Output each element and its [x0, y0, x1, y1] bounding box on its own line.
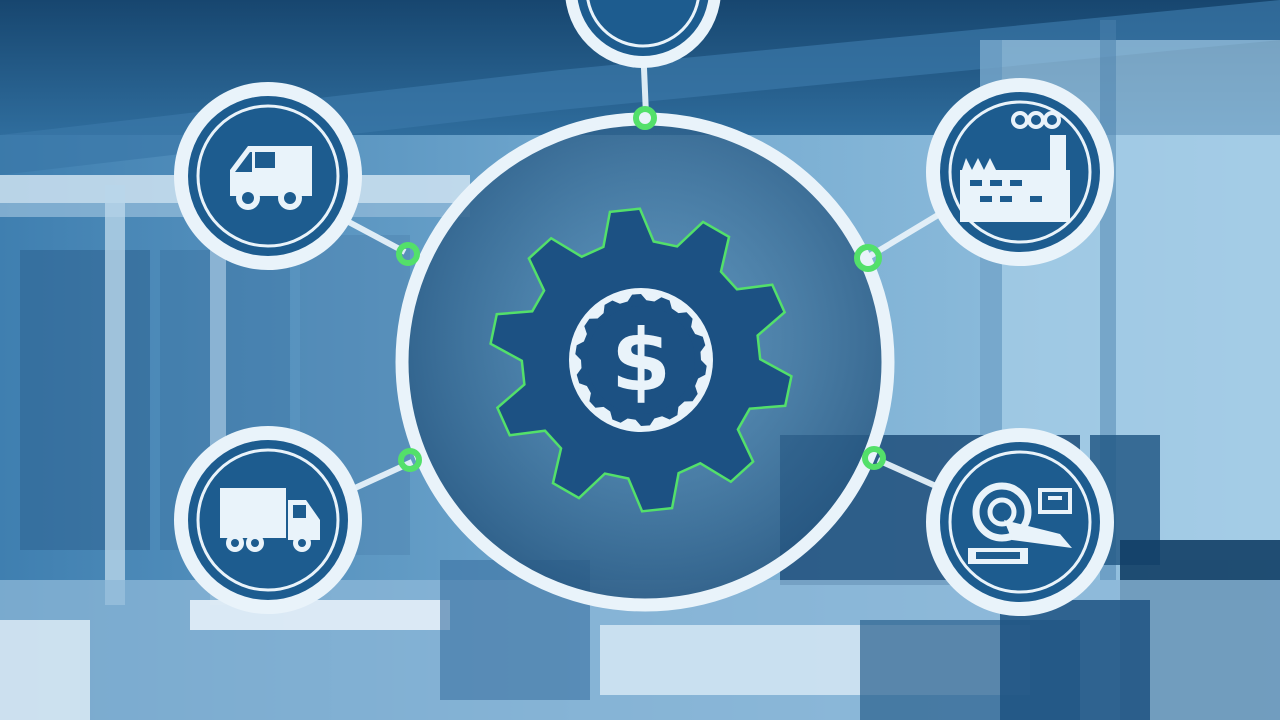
- robot-arm-machine-icon: [968, 482, 1072, 564]
- gear-core: [587, 306, 695, 414]
- node-upper-left: [174, 82, 362, 270]
- connector-upper-left: [343, 217, 407, 255]
- gear-dollar-icon: $: [489, 207, 793, 513]
- connector-dots: [396, 106, 886, 472]
- node-top: [565, 0, 721, 68]
- factory-icon: [960, 111, 1070, 222]
- dollar-sign: $: [611, 311, 671, 411]
- node-lower-left: [174, 426, 362, 614]
- node-upper-right: [926, 78, 1114, 266]
- connector-dot-upper-right: [854, 244, 882, 272]
- connector-dot-lower-right: [862, 446, 886, 470]
- connector-lower-right: [876, 457, 940, 490]
- connector-dot-lower-left: [398, 448, 422, 472]
- connector-upper-right: [868, 212, 940, 259]
- connector-dot-upper-left: [396, 242, 420, 266]
- delivery-van-icon: [230, 146, 312, 210]
- connector-dot-top: [633, 106, 657, 130]
- node-lower-right: [926, 428, 1114, 616]
- box-truck-icon: [220, 488, 320, 552]
